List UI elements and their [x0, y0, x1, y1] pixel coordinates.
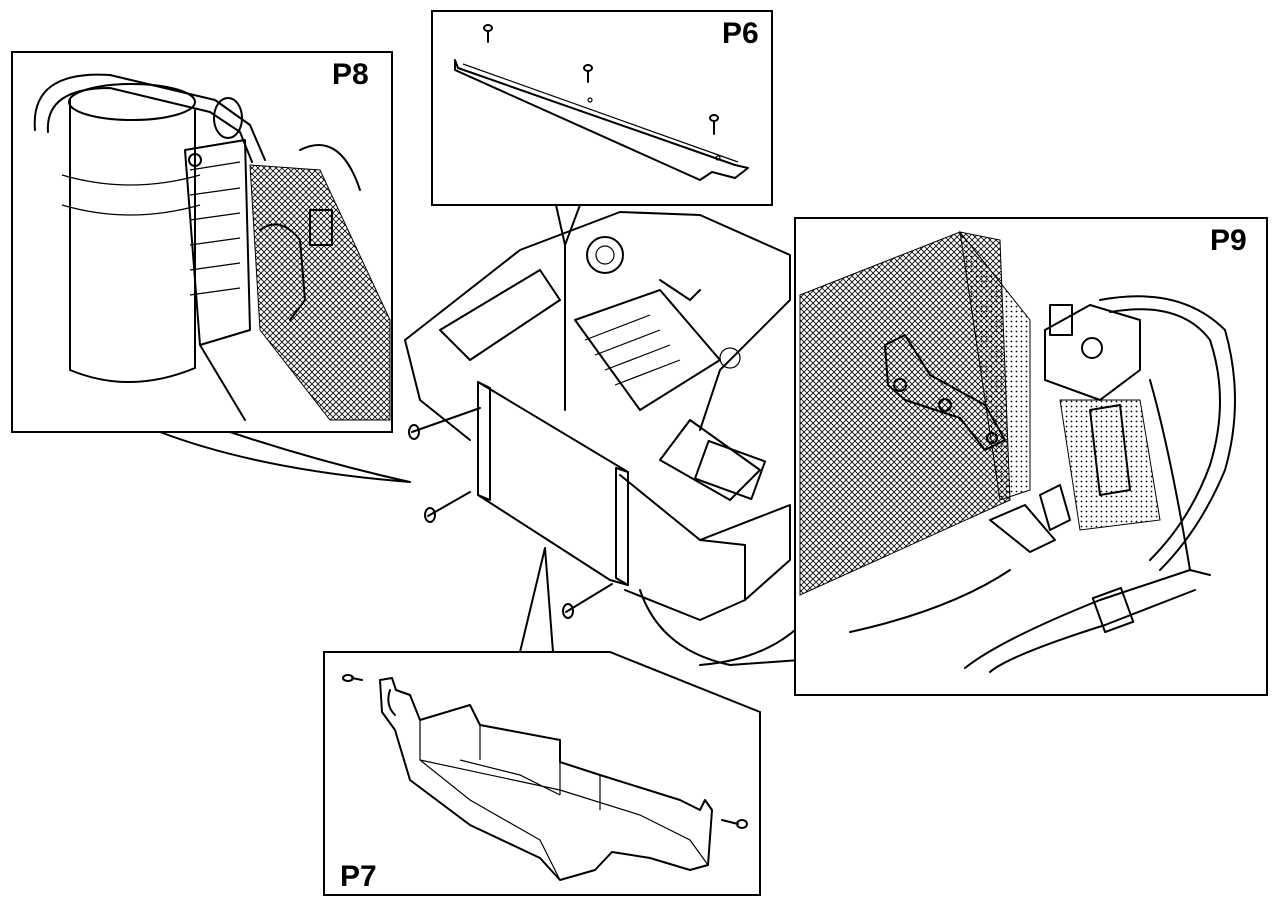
- panel-label-p7: P7: [340, 860, 377, 893]
- callout-wedge-p8: [159, 431, 411, 483]
- screw-icon: [562, 583, 613, 619]
- screw-icon: [342, 674, 363, 682]
- screw-icon: [709, 114, 719, 135]
- screw-icon: [483, 24, 493, 43]
- callout-wedge-p7: [519, 547, 554, 653]
- engine-bay-illustration: [404, 204, 801, 666]
- detail-panel-p7: P7: [323, 651, 761, 896]
- detail-panel-p8: P8: [11, 51, 393, 433]
- panel-label-p9: P9: [1210, 224, 1247, 257]
- panel-label-p6: P6: [722, 17, 759, 50]
- detail-panel-p9: P9: [794, 217, 1268, 696]
- detail-panel-p6: P6: [431, 10, 773, 206]
- screw-icon: [408, 407, 481, 440]
- screw-icon: [721, 819, 748, 829]
- callout-wedge-p9: [699, 629, 796, 666]
- panel-label-p8: P8: [332, 58, 369, 91]
- screw-icon: [583, 64, 593, 83]
- screw-icon: [424, 491, 471, 523]
